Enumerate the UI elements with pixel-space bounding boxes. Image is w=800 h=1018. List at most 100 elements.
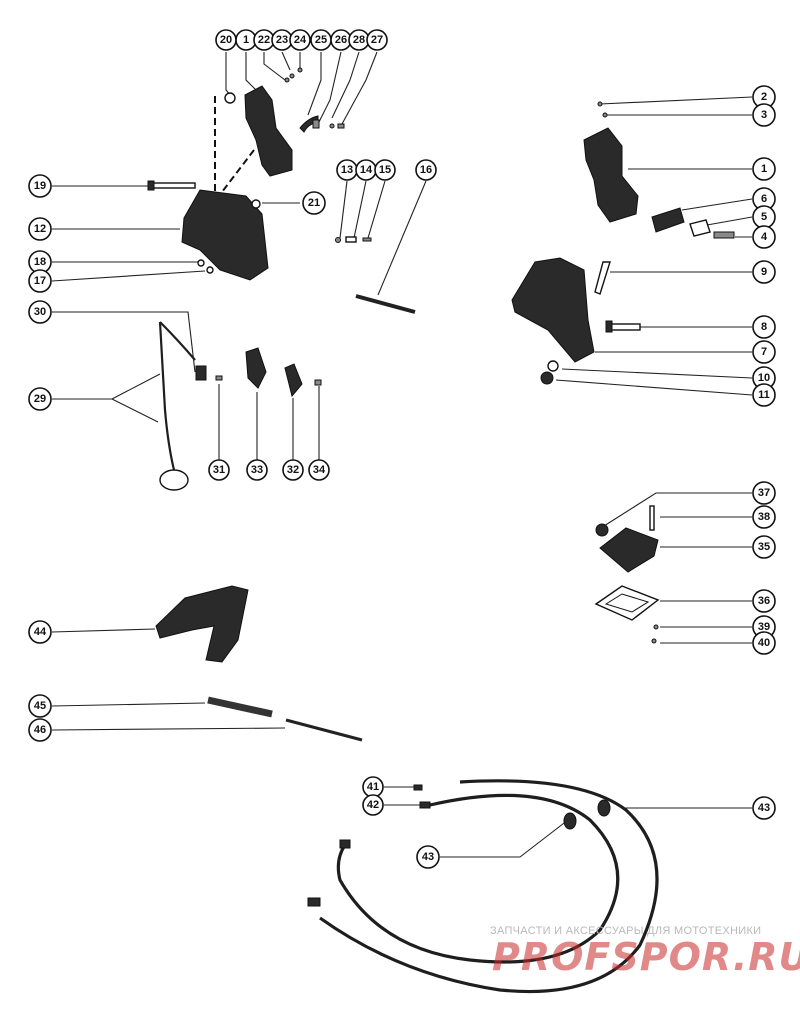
nut-21 [251, 199, 261, 209]
callout-29: 29 [28, 387, 52, 411]
svg-text:20: 20 [220, 34, 232, 46]
cable-29 [158, 321, 176, 471]
callout-15: 15 [374, 159, 396, 181]
bracket-part-1-right [583, 127, 639, 223]
callout-46: 46 [28, 718, 52, 742]
callout-32: 32 [282, 459, 304, 481]
svg-text:7: 7 [761, 346, 767, 358]
callout-21: 21 [302, 191, 326, 215]
callout-16: 16 [415, 159, 437, 181]
svg-text:25: 25 [315, 34, 327, 46]
sleeve-6 [651, 207, 685, 233]
svg-text:5: 5 [761, 211, 767, 223]
boot-44 [155, 585, 249, 663]
callout-9: 9 [752, 260, 776, 284]
svg-text:34: 34 [313, 464, 326, 476]
svg-text:12: 12 [34, 223, 46, 235]
svg-text:13: 13 [341, 164, 353, 176]
callout-45: 45 [28, 694, 52, 718]
bolt-4 [713, 231, 735, 239]
callout-43-lower: 43 [416, 845, 440, 869]
svg-text:2: 2 [761, 91, 767, 103]
svg-text:18: 18 [34, 256, 46, 268]
svg-text:28: 28 [353, 34, 365, 46]
callout-24: 24 [289, 29, 311, 51]
svg-text:27: 27 [371, 34, 383, 46]
svg-text:6: 6 [761, 193, 767, 205]
callout-13: 13 [336, 159, 358, 181]
rod-46 [285, 718, 363, 742]
callout-35: 35 [752, 535, 776, 559]
bolt-19 [149, 182, 196, 189]
callout-23: 23 [271, 29, 293, 51]
svg-text:10: 10 [758, 372, 770, 384]
hose-43-inner [336, 793, 620, 964]
callout-4: 4 [752, 225, 776, 249]
svg-text:14: 14 [360, 164, 373, 176]
svg-text:19: 19 [34, 180, 46, 192]
svg-text:41: 41 [367, 781, 379, 793]
svg-text:4: 4 [761, 231, 768, 243]
svg-text:31: 31 [213, 464, 225, 476]
callout-22: 22 [253, 29, 275, 51]
svg-text:3: 3 [761, 109, 767, 121]
callout-31: 31 [208, 459, 230, 481]
callout-12: 12 [28, 217, 52, 241]
svg-text:16: 16 [420, 164, 432, 176]
bushing-5 [689, 219, 711, 237]
nut-37 [595, 523, 609, 537]
svg-text:43: 43 [422, 851, 434, 863]
callout-44: 44 [28, 620, 52, 644]
callout-30: 30 [28, 300, 52, 324]
watermark-logo: PROFSPOR.RU [492, 935, 800, 979]
callout-14: 14 [355, 159, 377, 181]
svg-text:23: 23 [276, 34, 288, 46]
callout-7: 7 [752, 340, 776, 364]
mount-block-12 [181, 189, 269, 281]
svg-text:29: 29 [34, 393, 46, 405]
callout-25: 25 [310, 29, 332, 51]
pin-38 [649, 505, 655, 531]
terminal-30 [195, 365, 207, 381]
bolt-8 [609, 323, 641, 331]
svg-text:36: 36 [758, 595, 770, 607]
svg-text:15: 15 [379, 164, 391, 176]
callout-11: 11 [752, 383, 776, 407]
hose-43-outer [319, 779, 659, 994]
svg-text:40: 40 [758, 637, 770, 649]
svg-text:8: 8 [761, 321, 767, 333]
svg-text:42: 42 [367, 799, 379, 811]
tube-45 [207, 696, 273, 718]
callouts: 20 1 22 23 24 25 26 28 27 19 21 12 18 17… [28, 29, 776, 869]
svg-text:44: 44 [34, 626, 47, 638]
callout-8: 8 [752, 315, 776, 339]
parts [147, 67, 735, 994]
plate-32 [284, 363, 303, 398]
svg-text:43: 43 [758, 802, 770, 814]
plate-33 [245, 347, 267, 389]
svg-text:33: 33 [251, 464, 263, 476]
callout-43-right: 43 [752, 796, 776, 820]
gasket-36 [594, 585, 660, 621]
svg-text:17: 17 [34, 275, 46, 287]
callout-19: 19 [28, 174, 52, 198]
svg-text:1: 1 [761, 163, 767, 175]
callout-41: 41 [362, 776, 384, 798]
screw-9 [594, 261, 611, 295]
svg-text:26: 26 [335, 34, 347, 46]
svg-text:45: 45 [34, 700, 46, 712]
callout-5: 5 [752, 205, 776, 229]
callout-26: 26 [330, 29, 352, 51]
callout-1: 1 [235, 29, 257, 51]
callout-40: 40 [752, 631, 776, 655]
callout-37: 37 [752, 481, 776, 505]
svg-text:35: 35 [758, 541, 770, 553]
svg-text:9: 9 [761, 266, 767, 278]
callout-10: 10 [752, 366, 776, 390]
callout-39: 39 [752, 615, 776, 639]
svg-text:38: 38 [758, 511, 770, 523]
washer-10 [547, 360, 559, 372]
washer-20 [224, 92, 236, 104]
svg-text:22: 22 [258, 34, 270, 46]
callout-34: 34 [308, 459, 330, 481]
